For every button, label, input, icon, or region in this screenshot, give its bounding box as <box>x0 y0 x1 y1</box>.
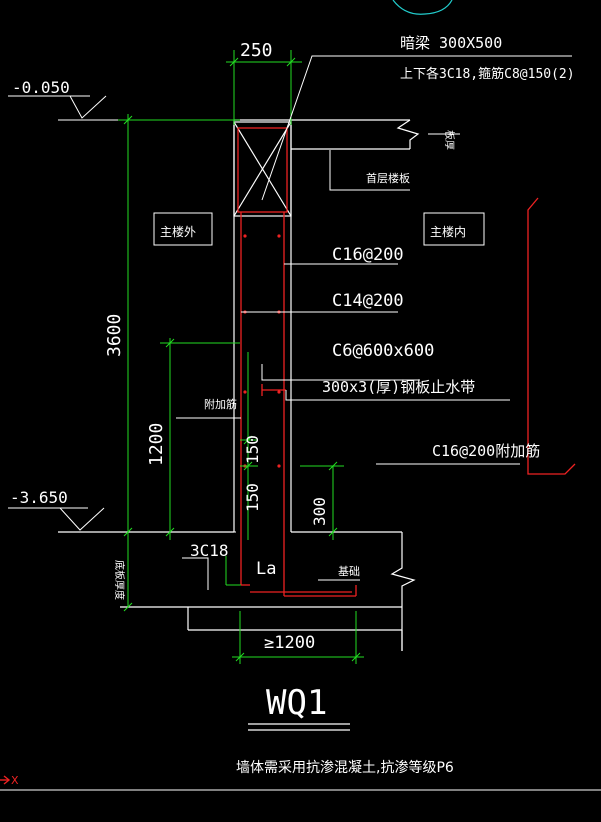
label-extra-bar-left: 附加筋 <box>204 397 237 411</box>
label-foundation: 基础 <box>338 565 360 578</box>
dim-wall-thickness: 250 <box>240 40 273 61</box>
dim-gap-b: 150 <box>243 483 262 512</box>
drawing-note: 墙体需采用抗渗混凝土,抗渗等级P6 <box>236 759 454 776</box>
label-foundation-thickness: 底板厚度 <box>113 560 126 600</box>
rebar-group <box>237 127 576 597</box>
level-mark-bottom: -3.650 <box>8 488 236 533</box>
callout-waterstop: 300x3(厚)钢板止水带 <box>322 378 475 396</box>
dim-base-width: ≥1200 <box>264 633 315 653</box>
label-slab-side: 板厚 <box>443 130 456 150</box>
first-floor-slab <box>291 119 420 150</box>
outside-box <box>153 212 213 246</box>
level-bottom-text: -3.650 <box>10 488 68 507</box>
label-outside: 主楼外 <box>160 224 196 239</box>
axis-marker: X <box>0 774 19 787</box>
partial-circle <box>392 0 453 15</box>
label-first-floor-slab: 首层楼板 <box>366 171 410 185</box>
dimension-lines <box>118 50 364 664</box>
dim-stop-height: 300 <box>310 497 329 526</box>
dim-lower-height: 1200 <box>146 423 167 466</box>
label-footing-bar: 3C18 <box>190 541 229 560</box>
level-mark-top: -0.050 <box>8 78 236 121</box>
callout-vertical-bar: C16@200 <box>332 245 404 265</box>
label-anchor: La <box>256 559 276 579</box>
leader-lines <box>176 55 572 590</box>
axis-x-label: X <box>11 774 19 787</box>
callout-tie-bar: C6@600x600 <box>332 341 434 361</box>
foundation-outline <box>58 531 416 651</box>
level-top-text: -0.050 <box>12 78 70 97</box>
callout-extra-bar: C16@200附加筋 <box>432 442 540 460</box>
rebar-dots <box>243 234 281 468</box>
label-inside: 主楼内 <box>430 224 466 239</box>
dim-gap-a: 150 <box>243 435 262 464</box>
dim-wall-height: 3600 <box>104 314 125 357</box>
callout-horizontal-bar: C14@200 <box>332 291 404 311</box>
beam-spec: 上下各3C18,箍筋C8@150(2) <box>400 66 575 82</box>
drawing-title: WQ1 <box>266 683 327 723</box>
wall-outline <box>233 119 292 532</box>
inside-box <box>423 212 485 246</box>
beam-title: 暗梁 300X500 <box>400 34 502 52</box>
